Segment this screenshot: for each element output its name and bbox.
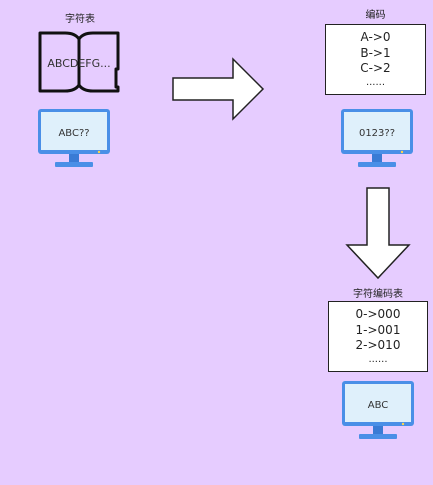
encoding-box: A->0 B->1 C->2 ...... — [325, 24, 426, 95]
charset-table-caption: 字符编码表 — [353, 289, 403, 300]
charset-table-line: 2->010 — [355, 338, 401, 352]
arrow-down-icon — [344, 185, 412, 281]
encoding-line: A->0 — [360, 30, 391, 44]
book-text: ABCDEFG... — [47, 57, 111, 70]
monitor-screen-text-1: ABC?? — [58, 128, 90, 139]
encoding-caption: 编码 — [365, 10, 386, 21]
open-book-icon — [37, 29, 121, 95]
charset-table-box: 0->000 1->001 2->010 ...... — [328, 301, 428, 372]
book-caption: 字符表 — [65, 14, 95, 25]
monitor-screen-text-2: 0123?? — [358, 128, 396, 139]
charset-table-line: 0->000 — [355, 307, 401, 321]
monitor-icon: ABC?? — [37, 108, 111, 169]
encoding-line: ...... — [365, 76, 386, 88]
encoding-line: C->2 — [360, 61, 391, 75]
charset-table-line: 1->001 — [355, 322, 401, 337]
monitor-icon: 0123?? — [340, 108, 414, 169]
monitor-screen-text-3: ABC — [367, 400, 389, 411]
monitor-icon: ABC — [341, 380, 415, 441]
arrow-right-icon — [170, 56, 266, 122]
charset-table-line: ...... — [368, 353, 388, 365]
encoding-line: B->1 — [360, 45, 391, 60]
